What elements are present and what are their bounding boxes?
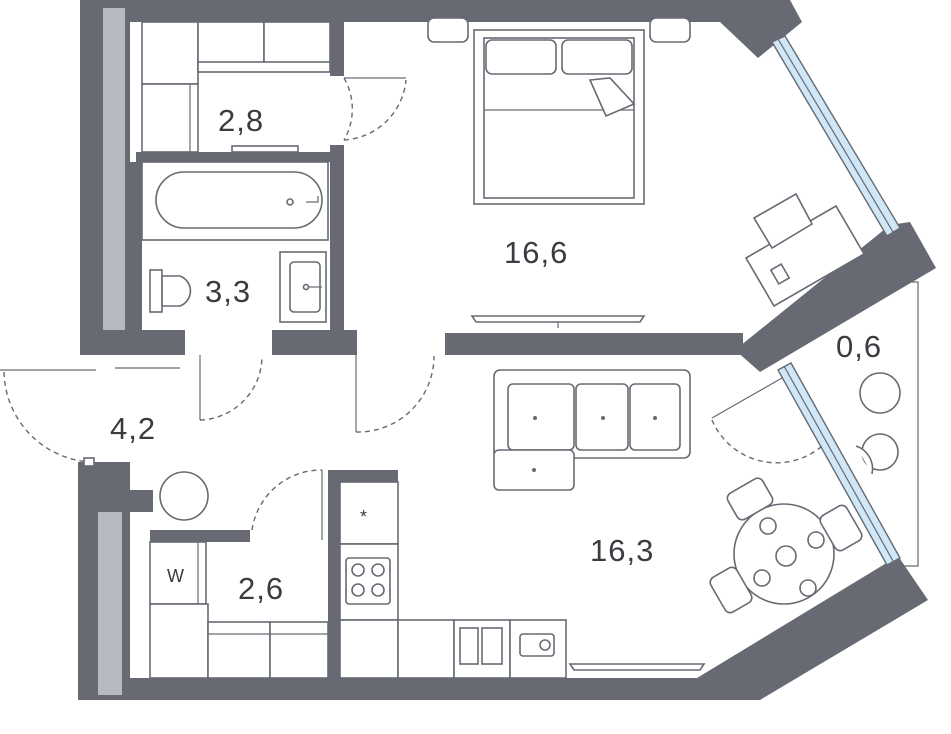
blanket-fold: [588, 77, 636, 118]
kitchen-fixtures: [339, 481, 706, 679]
door-corridor: [251, 469, 323, 531]
kitchen-sink-bowl: [481, 627, 503, 665]
wall-kitchen-top: [330, 470, 398, 482]
wall-bedroom-left: [330, 8, 344, 76]
wall-left-lower-cap: [78, 490, 153, 512]
cabinet: [207, 621, 271, 679]
desk-chair: [752, 192, 814, 250]
wall-bottom: [130, 556, 928, 700]
area-label-balcony: 0,6: [836, 329, 882, 364]
balcony-outline: [900, 281, 919, 567]
toilet: [161, 275, 192, 307]
bathtub: [155, 171, 323, 229]
area-label-hall: 4,2: [110, 411, 156, 446]
living-fixtures: [493, 369, 863, 614]
nightstand: [649, 17, 691, 43]
balcony-fixtures: [711, 372, 901, 475]
wall-kitchen-left: [328, 470, 340, 700]
windows: [771, 35, 919, 567]
sofa-seat: [507, 383, 575, 451]
cabinet: [269, 621, 329, 679]
wall-right-pier: [735, 222, 936, 372]
hall-fixtures: [0, 355, 435, 521]
fridge: [339, 481, 399, 545]
fruit-bowl: [775, 545, 797, 567]
area-label-corridor: 2,6: [238, 571, 284, 606]
kitchen-sink-bowl: [459, 627, 479, 665]
bedroom-fixtures: [427, 17, 866, 328]
area-label-bedroom: 16,6: [504, 235, 568, 270]
area-label-living-kitchen: 16,3: [590, 533, 654, 568]
door-balcony: [711, 419, 823, 464]
wall-left-lower-insulation: [98, 495, 122, 695]
door-bathroom: [199, 355, 263, 421]
tv-living: [568, 663, 706, 671]
wardrobe-rail: [197, 61, 331, 73]
wall-closet-bath: [136, 152, 344, 162]
walls: [78, 0, 936, 700]
area-labels: 2,8 16,6 3,3 0,6 4,2 2,6 16,3 W *: [110, 103, 882, 606]
round-ottoman: [159, 471, 209, 521]
wall-left-upper-insulation: [103, 8, 125, 330]
area-label-closet: 2,8: [218, 103, 264, 138]
bathroom-fixtures: [141, 161, 329, 323]
area-label-bathroom: 3,3: [205, 274, 251, 309]
dining-chairs: [709, 477, 863, 614]
wall-corridor-top: [150, 530, 250, 542]
door-closet-swing: [343, 79, 407, 141]
door-bedroom: [355, 355, 435, 433]
wardrobe-cell: [141, 83, 199, 153]
wall-bath-bottom-left: [80, 330, 185, 355]
door-entrance: [3, 371, 91, 463]
closet-fixtures: [141, 21, 407, 153]
pillow: [485, 39, 557, 75]
corridor-fixtures: [149, 469, 329, 679]
washer: [149, 541, 207, 605]
wall-middle-living: [445, 333, 743, 355]
wall-top: [80, 0, 800, 22]
wardrobe-cell: [141, 21, 199, 85]
nightstand: [427, 17, 469, 43]
wall-bath-bottom-right: [272, 330, 357, 355]
wall-bedroom-left-lower: [330, 145, 344, 355]
fridge-symbol: *: [360, 507, 367, 527]
door-closet: [343, 77, 354, 141]
shelf: [231, 145, 299, 153]
wall-bath-left: [130, 162, 142, 332]
pillow: [561, 39, 633, 75]
tv-bedroom: [470, 315, 646, 323]
wall-top-right-corner: [720, 0, 802, 58]
washer-symbol: W: [167, 566, 184, 586]
balcony-table: [859, 372, 901, 414]
